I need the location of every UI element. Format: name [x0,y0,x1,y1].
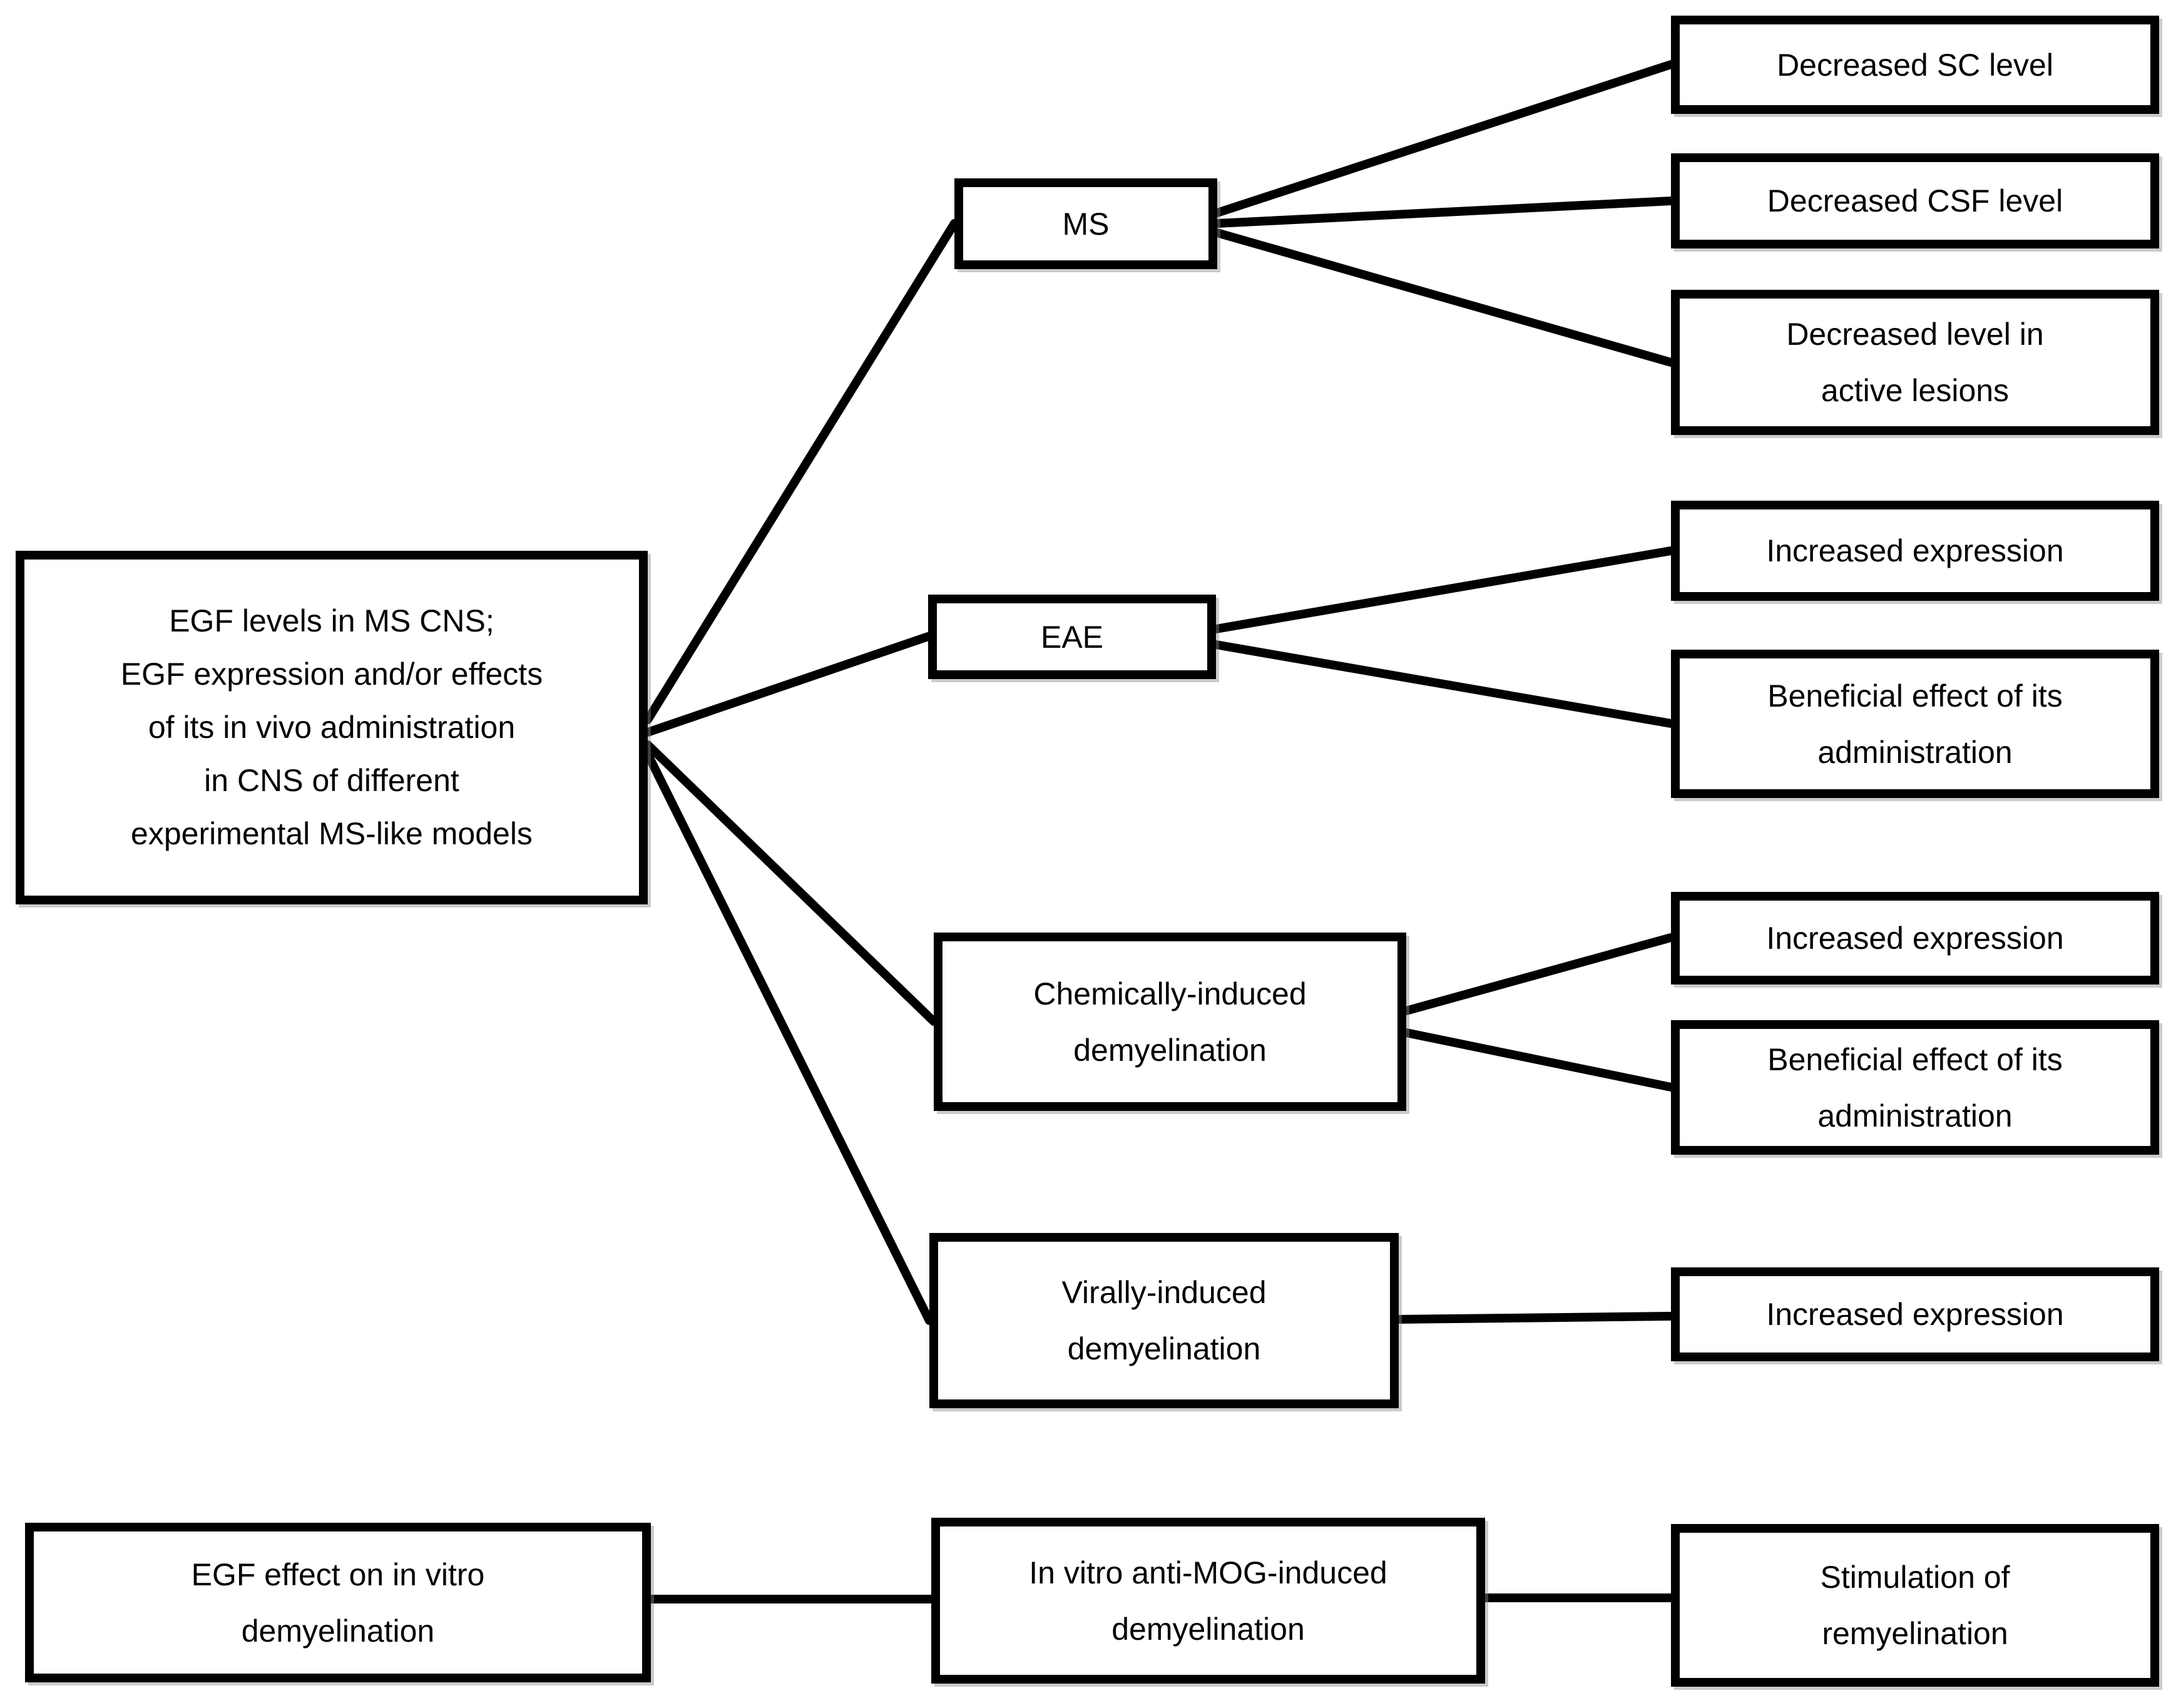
edge-main-eae [643,632,932,737]
node-decreased-level-active-lesions: Decreased level in active lesions [1671,290,2159,435]
edge-main-viral [643,750,934,1325]
edge-ms-decreased-lesions [1213,228,1675,367]
node-ms: MS [954,178,1217,269]
edge-ms-decreased-sc [1213,60,1675,217]
node-anti-mog-induced: In vitro anti-MOG-induced demyelination [931,1518,1485,1684]
node-beneficial-effect-chem: Beneficial effect of its administration [1671,1020,2159,1155]
node-egf-effect-in-vitro: EGF effect on in vitro demyelination [25,1523,651,1682]
edge-ms-decreased-csf [1213,197,1675,228]
node-increased-expression-chem: Increased expression [1671,892,2159,984]
edge-chem-increased-expression [1402,933,1675,1015]
node-beneficial-effect-eae: Beneficial effect of its administration [1671,650,2159,798]
node-eae: EAE [928,595,1216,679]
node-decreased-sc-level: Decreased SC level [1671,16,2159,114]
edge-viral-increased-expression [1394,1312,1675,1324]
node-decreased-csf-level: Decreased CSF level [1671,153,2159,248]
edge-main-chem [643,740,938,1026]
node-virally-induced: Virally-induced demyelination [929,1233,1399,1408]
node-increased-expression-eae: Increased expression [1671,501,2159,601]
node-stimulation-remyelination: Stimulation of remyelination [1671,1524,2159,1687]
node-increased-expression-viral: Increased expression [1671,1267,2159,1361]
edge-eae-beneficial [1212,640,1675,728]
edge-eae-increased-expression [1212,546,1675,633]
node-egf-levels-main: EGF levels in MS CNS; EGF expression and… [16,551,648,904]
node-chemically-induced: Chemically-induced demyelination [934,933,1406,1111]
edge-chem-beneficial [1402,1028,1675,1092]
edge-main-ms [643,219,959,724]
